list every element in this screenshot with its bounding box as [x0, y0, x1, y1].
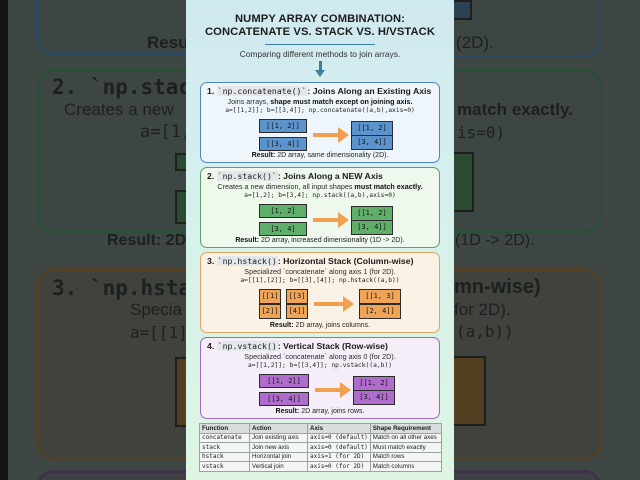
- code-example: a=[[1,2]]; b=[[3,4]]; np.concatenate((a,…: [225, 107, 415, 114]
- input-array-a: [1, 2]: [259, 204, 307, 218]
- card-hstack: 3. `np.hstack(): Horizontal Stack (Colum…: [200, 252, 440, 333]
- card-description: Creates a new dimension, all input shape…: [217, 182, 423, 191]
- output-array-row-1: [[1, 2]: [351, 206, 393, 221]
- bg-text: a=[[1]: [130, 323, 188, 342]
- subtitle: Comparing different methods to join arra…: [239, 49, 401, 59]
- output-array-row-2: [3, 4]]: [351, 220, 393, 235]
- table-row: vstack Vertical join axis=0 (for 2D) Mat…: [199, 461, 443, 472]
- output-array-row-2: [3, 4]]: [351, 135, 393, 150]
- diagram: [1, 2] [3, 4] [[1, 2] [3, 4]]: [201, 204, 439, 236]
- header-shape-requirement: Shape Requirement: [369, 423, 443, 434]
- output-array-row-2: [3, 4]]: [353, 390, 395, 405]
- card-description: Specialized `concatenate` along axis 1 (…: [244, 267, 396, 276]
- input-array-a: [[1, 2]]: [259, 119, 307, 133]
- bg-text: Creates a new: [64, 100, 174, 119]
- bg-text: Specia: [130, 300, 182, 319]
- card-result: Result: 2D array, joins columns.: [269, 322, 371, 329]
- input-array-b: [[3, 4]]: [259, 137, 307, 151]
- card-description: Specialized `concatenate` along axis 0 (…: [244, 352, 396, 361]
- card-result: Result: 2D array, joins rows.: [275, 408, 365, 415]
- table-row: concatenate Join existing axis axis=0 (d…: [199, 432, 443, 443]
- title-line-2: CONCATENATE VS. STACK VS. H/VSTACK: [204, 26, 436, 38]
- input-b-row-1: [[3]: [286, 289, 308, 304]
- output-array-row-1: [[1, 3]: [359, 289, 401, 304]
- diagram: [[1, 2]] [[3, 4]] [[1, 2] [3, 4]]: [201, 119, 439, 151]
- function-name: `np.hstack(): [216, 256, 278, 266]
- input-a-row-1: [[1]: [259, 289, 281, 304]
- title-divider: [265, 44, 375, 45]
- input-array-b: [[3, 4]]: [259, 392, 309, 406]
- output-array-row-2: [2, 4]]: [359, 304, 401, 319]
- bg-text: Resu: [147, 33, 189, 52]
- card-title: 3. `np.hstack(): Horizontal Stack (Colum…: [207, 256, 414, 266]
- page-title: NUMPY ARRAY COMBINATION: CONCATENATE VS.…: [186, 13, 454, 39]
- right-arrow-icon: [313, 127, 349, 143]
- output-array-row-1: [[1, 2]: [353, 376, 395, 391]
- input-a-row-2: [2]]: [259, 304, 281, 319]
- diagram: [[1] [2]] [[3] [4]] [[1, 3] [2, 4]]: [201, 289, 439, 321]
- diagram: [[1, 2]] [[3, 4]] [[1, 2] [3, 4]]: [201, 374, 439, 406]
- bg-text: for 2D).: [454, 300, 511, 319]
- card-vstack: 4. `np.vstack(): Vertical Stack (Row-wis…: [200, 337, 440, 419]
- card-title: 1. `np.concatenate()`: Joins Along an Ex…: [207, 86, 432, 96]
- card-description: Joins arrays, shape must match except on…: [227, 97, 413, 106]
- title-line-1: NUMPY ARRAY COMBINATION:: [234, 13, 405, 25]
- right-arrow-icon: [314, 296, 354, 312]
- header-function: Function: [199, 423, 250, 434]
- code-example: a=[[1],[2]]; b=[[3],[4]]; np.hstack((a,b…: [240, 277, 400, 284]
- card-concatenate: 1. `np.concatenate()`: Joins Along an Ex…: [200, 82, 440, 163]
- bg-text: Result: 2D: [107, 232, 187, 249]
- infographic-panel: NUMPY ARRAY COMBINATION: CONCATENATE VS.…: [186, 0, 454, 480]
- bg-text: (2D).: [456, 33, 494, 52]
- table-row: stack Join new axis axis=0 (default) Mus…: [199, 442, 443, 453]
- input-array-b: [3, 4]: [259, 222, 307, 236]
- left-letterbox: [0, 0, 8, 480]
- right-arrow-icon: [315, 382, 351, 398]
- input-array-a: [[1, 2]]: [259, 374, 309, 388]
- bg-text: (a,b)): [456, 322, 514, 341]
- card-title: 2. `np.stack()`: Joins Along a NEW Axis: [207, 171, 383, 181]
- bg-text: is=0): [457, 123, 506, 142]
- header-axis: Axis: [307, 423, 371, 434]
- table-header-row: Function Action Axis Shape Requirement: [199, 423, 443, 434]
- function-name: `np.vstack(): [216, 341, 278, 351]
- code-example: a=[1,2]; b=[3,4]; np.stack((a,b),axis=0): [244, 192, 396, 199]
- right-arrow-icon: [313, 212, 349, 228]
- summary-table: Function Action Axis Shape Requirement c…: [199, 423, 443, 472]
- input-b-row-2: [4]]: [286, 304, 308, 319]
- bg-text: (1D -> 2D).: [455, 232, 535, 249]
- down-arrow-icon: [315, 61, 325, 77]
- function-name: `np.stack()`: [216, 171, 278, 181]
- card-stack: 2. `np.stack()`: Joins Along a NEW Axis …: [200, 167, 440, 248]
- output-array-row-1: [[1, 2]: [351, 121, 393, 136]
- card-result: Result: 2D array, increased dimensionali…: [235, 237, 405, 244]
- bg-text: mn-wise): [454, 276, 541, 298]
- card-result: Result: 2D array, same dimensionality (2…: [251, 152, 389, 159]
- table-row: hstack Horizontal join axis=1 (for 2D) M…: [199, 451, 443, 462]
- card-title: 4. `np.vstack(): Vertical Stack (Row-wis…: [207, 341, 388, 351]
- bg-text: a=[1,: [140, 122, 192, 142]
- header-action: Action: [249, 423, 308, 434]
- bg-text: match exactly.: [457, 100, 573, 119]
- code-example: a=[[1,2]]; b=[[3,4]]; np.vstack((a,b)): [247, 362, 393, 369]
- function-name: `np.concatenate()`: [216, 86, 308, 96]
